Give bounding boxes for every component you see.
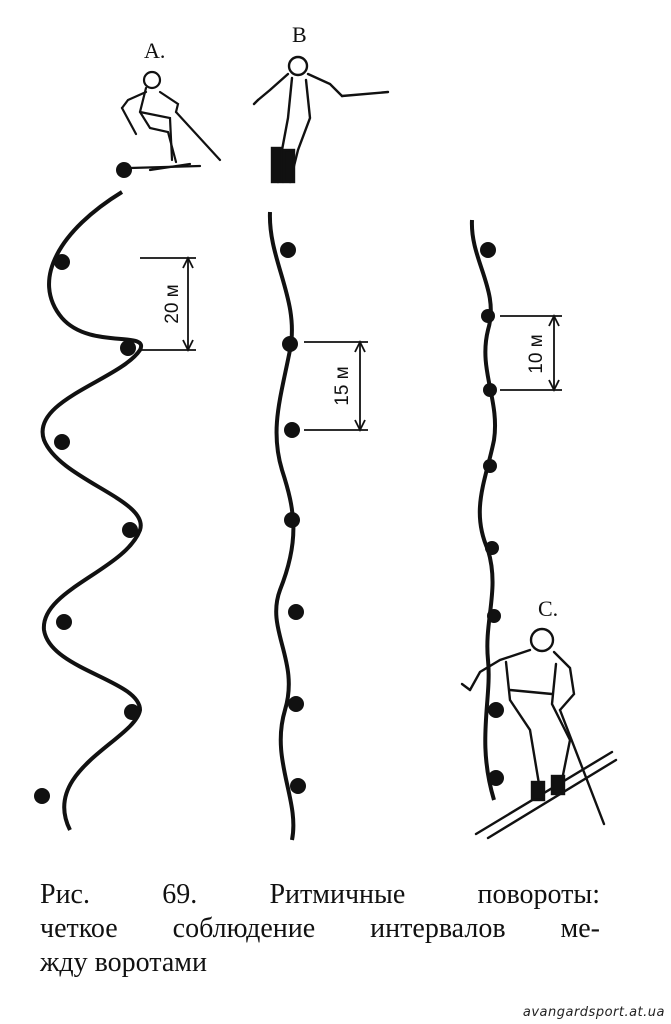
caption-line-3: жду воротами bbox=[40, 947, 207, 978]
course-a-track bbox=[40, 190, 144, 831]
course-label-a: A. bbox=[144, 38, 165, 63]
caption-line-2: четкое соблюдение интервалов ме- bbox=[40, 913, 600, 944]
source-watermark: avangardsport.at.ua bbox=[522, 1005, 665, 1020]
skier-b-illustration bbox=[252, 55, 390, 184]
dimension-b bbox=[304, 339, 368, 433]
skier-a-illustration bbox=[120, 70, 222, 172]
figure-caption: Рис. 69. Ритмичные повороты: четкое собл… bbox=[40, 878, 600, 980]
interval-label-a: 20 м bbox=[162, 284, 183, 323]
course-b-gates bbox=[280, 242, 306, 794]
interval-label-c: 10 м bbox=[526, 334, 547, 373]
skier-c-illustration bbox=[460, 627, 618, 840]
course-a-gates bbox=[34, 162, 140, 804]
dimension-a bbox=[140, 255, 196, 353]
dimension-c bbox=[500, 313, 562, 393]
figure-diagram: A. B 20 м bbox=[34, 22, 618, 841]
course-c-gates bbox=[480, 242, 504, 786]
caption-line-1: Рис. 69. Ритмичные повороты: bbox=[40, 879, 600, 910]
course-label-b: B bbox=[292, 22, 307, 47]
interval-label-b: 15 м bbox=[332, 366, 353, 405]
course-label-c: C. bbox=[538, 596, 558, 621]
